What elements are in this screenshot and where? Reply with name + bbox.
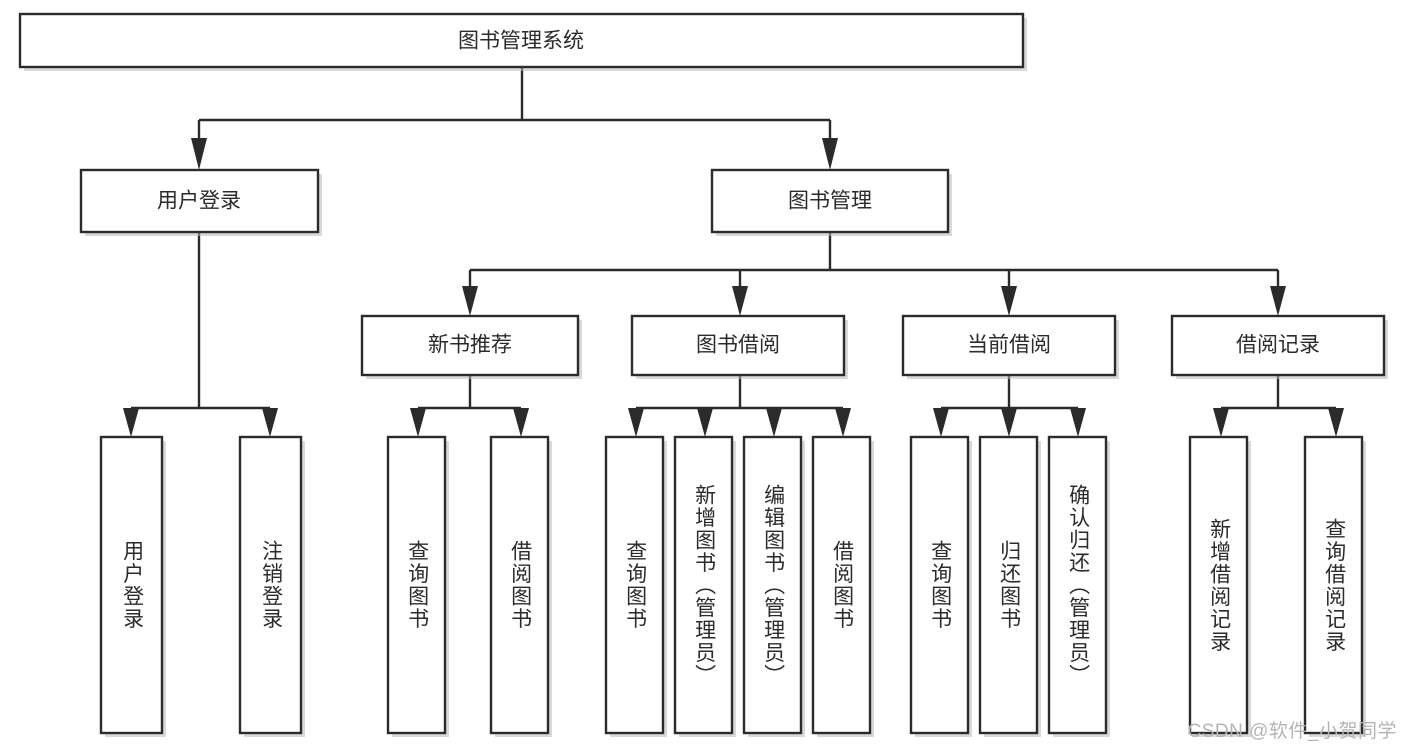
arrow-to-user-login xyxy=(191,138,207,170)
leaf-logout-box[interactable] xyxy=(238,435,303,735)
leaf-query-book-2-box[interactable] xyxy=(604,435,665,735)
new-book-rec-node-label: 新书推荐 xyxy=(428,334,512,357)
node-layer xyxy=(18,12,1388,737)
leaf-user-login-box[interactable] xyxy=(99,435,164,735)
leaf-query-book-3-box[interactable] xyxy=(909,435,970,735)
new-book-rec-node-box[interactable] xyxy=(360,314,580,377)
leaf-add-record-box[interactable] xyxy=(1188,435,1249,735)
root-node-box[interactable] xyxy=(18,12,1025,69)
user-login-node-box[interactable] xyxy=(79,168,320,234)
book-manage-node-box[interactable] xyxy=(710,168,950,234)
user-login-node-label: 用户登录 xyxy=(157,190,241,213)
leaf-query-book-1-box[interactable] xyxy=(386,435,447,735)
root-node-label: 图书管理系统 xyxy=(458,30,584,53)
book-borrow-node-label: 图书借阅 xyxy=(696,334,780,357)
connector-layer xyxy=(123,68,1344,437)
horizontal-label-layer: 图书管理系统 用户登录 图书管理 新书推荐 图书借阅 当前借阅 借阅记录 xyxy=(157,30,1320,357)
arrow-to-leaf-logout xyxy=(262,408,278,437)
arrow-to-book-manage xyxy=(822,138,838,170)
leaf-confirm-return-box[interactable] xyxy=(1047,435,1108,735)
arrow-to-new-book-rec xyxy=(462,286,478,316)
arrow-to-leaf-query-book-3 xyxy=(933,408,949,437)
arrow-to-leaf-query-record xyxy=(1328,408,1344,437)
csdn-watermark: CSDN @软件_小贺同学 xyxy=(1187,721,1397,742)
arrow-to-current-borrow xyxy=(1001,286,1017,316)
book-borrow-node-box[interactable] xyxy=(630,314,846,377)
leaf-return-book-box[interactable] xyxy=(978,435,1039,735)
book-manage-node-label: 图书管理 xyxy=(788,190,872,213)
arrow-to-leaf-confirm-return xyxy=(1070,408,1086,437)
leaf-query-record-box[interactable] xyxy=(1303,435,1364,735)
arrow-to-leaf-query-book-1 xyxy=(410,408,426,437)
leaf-borrow-book-1-box[interactable] xyxy=(489,435,550,735)
arrow-to-leaf-add-book xyxy=(697,408,713,437)
arrow-to-leaf-user-login xyxy=(123,408,139,437)
arrow-to-borrow-record xyxy=(1270,286,1286,316)
arrow-to-leaf-borrow-book-1 xyxy=(513,408,529,437)
arrow-to-leaf-query-book-2 xyxy=(628,408,644,437)
arrow-to-book-borrow xyxy=(732,286,748,316)
leaf-borrow-book-2-box[interactable] xyxy=(811,435,872,735)
arrow-to-leaf-borrow-book-2 xyxy=(835,408,851,437)
current-borrow-node-label: 当前借阅 xyxy=(967,334,1051,357)
arrow-to-leaf-edit-book xyxy=(766,408,782,437)
leaf-edit-book-box[interactable] xyxy=(742,435,803,735)
arrow-to-leaf-add-record xyxy=(1213,408,1229,437)
leaf-add-book-box[interactable] xyxy=(673,435,734,735)
borrow-record-node-box[interactable] xyxy=(1170,314,1386,377)
arrow-to-leaf-return-book xyxy=(1001,408,1017,437)
borrow-record-node-label: 借阅记录 xyxy=(1236,334,1320,357)
current-borrow-node-box[interactable] xyxy=(901,314,1117,377)
